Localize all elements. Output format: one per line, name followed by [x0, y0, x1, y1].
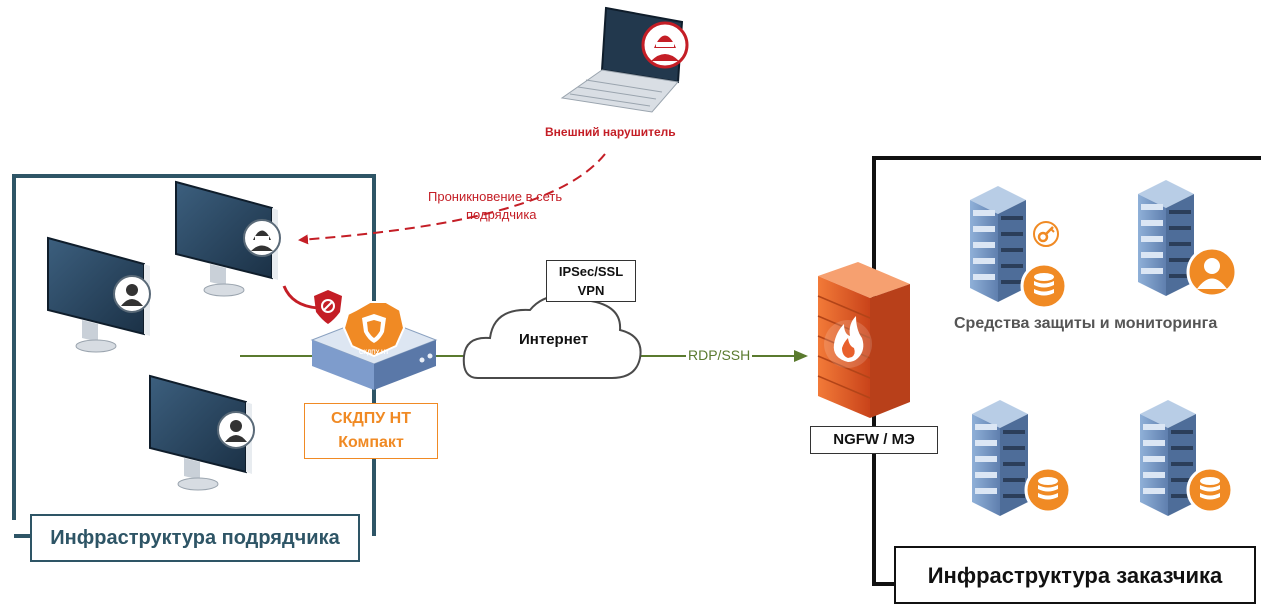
- database-icon-1: [1020, 262, 1068, 310]
- firewall-icon: [817, 262, 910, 418]
- skdpu-device-label: СКДПУ НТ Компакт: [304, 403, 438, 459]
- database-icon-4: [1186, 466, 1234, 514]
- penetration-label-line1: Проникновение в сеть: [428, 189, 563, 204]
- key-icon: [1033, 221, 1059, 247]
- rdp-ssh-label: RDP/SSH: [686, 347, 753, 363]
- internet-label: Интернет: [519, 331, 589, 348]
- fire-icon: [833, 316, 864, 362]
- contractor-infra-title: Инфраструктура подрядчика: [30, 514, 360, 562]
- skdpu-device-icon: СКДПУ НТ: [310, 301, 438, 390]
- skdpu-label-line2: Компакт: [338, 434, 404, 451]
- security-tools-label: Средства защиты и мониторинга: [954, 315, 1218, 332]
- attacker-label: Внешний нарушитель: [545, 125, 676, 139]
- server-rack-icon-4: [1140, 400, 1196, 516]
- penetration-label-line2: подрядчика: [466, 207, 537, 222]
- attack-path-line: [298, 153, 606, 245]
- firewall-label: NGFW / МЭ: [810, 426, 938, 454]
- vpn-label-line1: IPSec/SSL: [558, 264, 624, 279]
- blocked-shield-icon: [314, 290, 342, 324]
- customer-infra-border: [872, 156, 1261, 586]
- skdpu-label-line1: СКДПУ НТ: [331, 410, 411, 427]
- database-icon-3: [1024, 466, 1072, 514]
- user-icon-bottom: [217, 411, 255, 449]
- server-rack-icon-2: [1138, 180, 1194, 296]
- hacker-icon-compromised: [243, 219, 281, 257]
- hacker-icon: [641, 21, 689, 69]
- blocked-attempt-arc: [282, 285, 319, 310]
- user-icon-left: [113, 275, 151, 313]
- server-rack-icon-3: [972, 400, 1028, 516]
- skdpu-badge-text: СКДПУ НТ: [359, 350, 389, 356]
- vpn-label-box: IPSec/SSL VPN: [546, 260, 636, 302]
- customer-infra-title: Инфраструктура заказчика: [894, 546, 1256, 604]
- vpn-label-line2: VPN: [577, 283, 605, 298]
- user-badge-icon: [1186, 246, 1238, 298]
- server-rack-icon-1: [970, 186, 1026, 302]
